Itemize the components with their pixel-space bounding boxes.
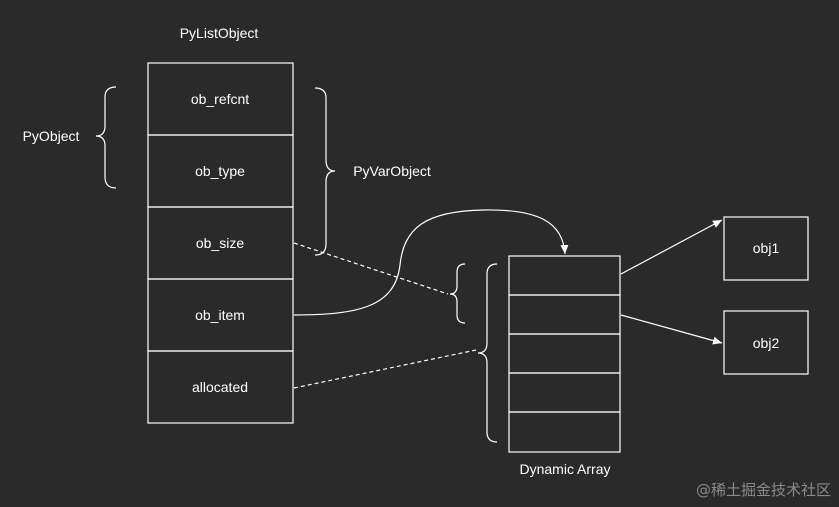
obj2-label: obj2 <box>753 335 780 351</box>
array-slot <box>508 411 621 453</box>
field-ob-size: ob_size <box>196 235 244 251</box>
watermark-text: @稀土掘金技术社区 <box>696 481 831 499</box>
size-brace <box>449 263 466 324</box>
array-slot <box>508 294 621 335</box>
array-slot <box>508 333 621 374</box>
pyobject-label: PyObject <box>23 128 80 144</box>
field-box-allocated <box>147 350 294 424</box>
obj2-box <box>723 310 809 375</box>
arrow-to-obj2 <box>620 314 723 345</box>
field-ob-refcnt: ob_refcnt <box>191 91 249 107</box>
dynamic-array <box>508 255 621 453</box>
pylistobject-title: PyListObject <box>180 25 259 41</box>
ob-item-pointer-arrow <box>293 209 569 316</box>
field-allocated: allocated <box>192 379 248 395</box>
field-ob-type: ob_type <box>195 163 245 179</box>
arrow-to-obj1 <box>620 219 723 275</box>
dynamic-array-label: Dynamic Array <box>519 461 610 477</box>
array-slot <box>508 372 621 413</box>
pyobject-brace <box>95 86 117 189</box>
allocated-dashed-link <box>293 349 477 389</box>
pyvarobject-brace <box>314 87 336 256</box>
allocated-brace <box>477 263 498 443</box>
array-slot <box>508 255 621 296</box>
field-ob-item: ob_item <box>195 307 245 323</box>
ob-size-dashed-link <box>293 242 449 295</box>
obj1-label: obj1 <box>753 240 780 256</box>
pylistobject-struct: ob_refcnt ob_type ob_size ob_item alloca… <box>147 62 294 424</box>
obj1-box <box>723 216 809 281</box>
pyvarobject-label: PyVarObject <box>353 163 431 179</box>
